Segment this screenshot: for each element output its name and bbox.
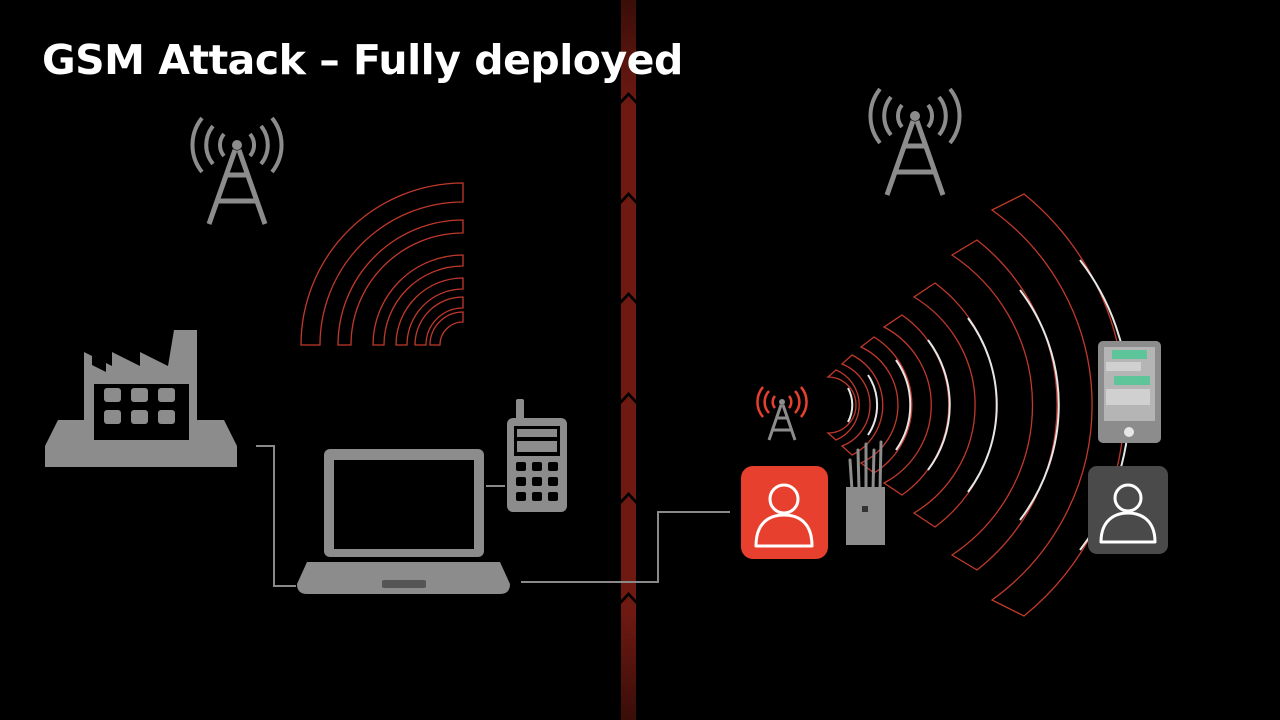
victim-person-icon bbox=[1088, 466, 1168, 554]
rogue-tower-icon bbox=[756, 386, 808, 441]
slide-title: GSM Attack – Fully deployed bbox=[42, 36, 683, 84]
laptop-icon bbox=[297, 449, 510, 594]
jammer-device-icon bbox=[846, 440, 885, 545]
attacker-person-icon bbox=[741, 466, 828, 559]
cell-tower-icon bbox=[868, 87, 962, 196]
mobile-phone-icon bbox=[507, 399, 567, 512]
smartphone-icon bbox=[1098, 341, 1161, 443]
factory-icon bbox=[45, 330, 237, 467]
jamming-waves-icon bbox=[826, 193, 1131, 617]
signal-waves-icon bbox=[300, 182, 464, 346]
connector-lines bbox=[256, 445, 730, 587]
cell-tower-icon bbox=[190, 116, 284, 225]
center-divider bbox=[621, 0, 636, 720]
